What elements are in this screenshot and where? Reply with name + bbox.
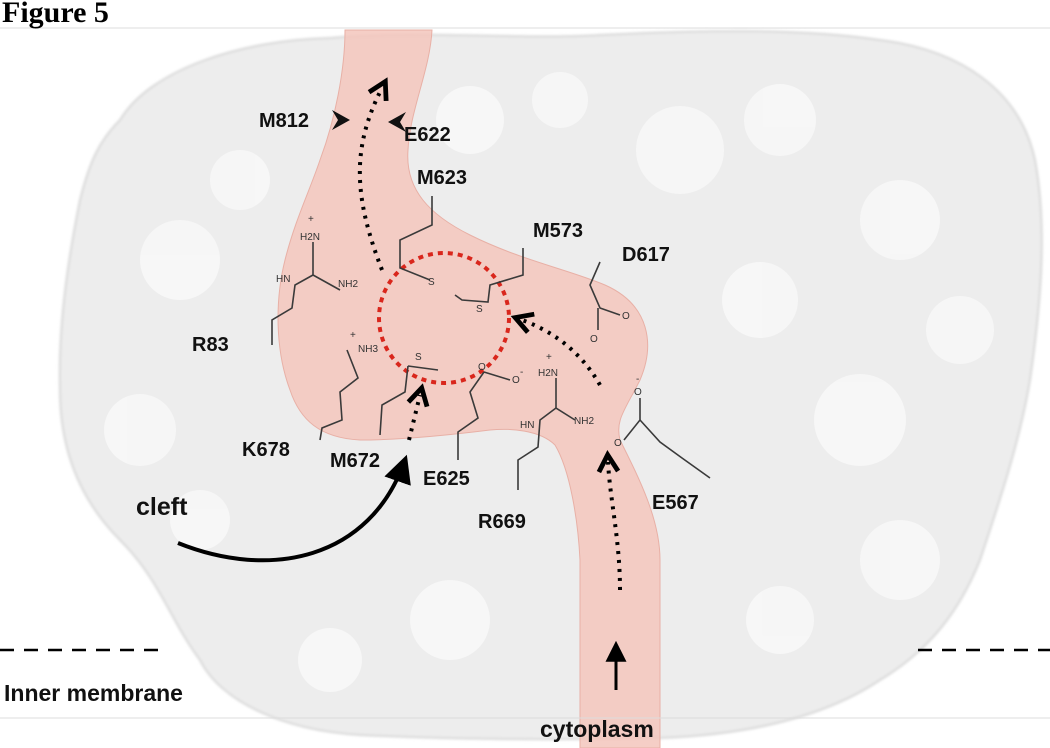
chem-minus-e567: - (636, 374, 639, 385)
pathway-arrows (357, 77, 622, 591)
residue-label-e567: E567 (652, 492, 699, 514)
arrow-from-cleft-dotted (406, 383, 430, 441)
chem-o-e625-a: O (478, 362, 486, 373)
chem-nh2-r669: NH2 (574, 416, 594, 427)
figure-title: Figure 5 (2, 0, 109, 29)
cleft-arrow (177, 454, 411, 563)
binding-site-circle (377, 251, 511, 385)
arrow-to-binding-site (510, 311, 602, 386)
residue-label-d617: D617 (622, 244, 670, 266)
chem-s3: S (415, 352, 422, 363)
chem-labels: S S S H2N HN NH2 + NH3 + O O O O - H2N +… (276, 214, 642, 449)
arrow-to-exit (357, 77, 389, 271)
residue-label-r83: R83 (192, 334, 229, 356)
chem-hn-r669: HN (520, 420, 534, 431)
chem-plus-r669: + (546, 352, 552, 363)
residue-label-e625: E625 (423, 468, 470, 490)
chem-plus-k678: + (350, 330, 356, 341)
chem-o-e567-a: O (634, 387, 642, 398)
surface-texture (104, 72, 994, 692)
chem-s2: S (476, 304, 483, 315)
chem-nh2-r83: NH2 (338, 279, 358, 290)
gate-chevrons (332, 110, 406, 132)
membrane-label: Inner membrane (4, 680, 183, 706)
cytoplasm-label: cytoplasm (540, 716, 654, 742)
chem-h2n-r83: H2N (300, 232, 320, 243)
chem-nh3-k678: NH3 (358, 344, 378, 355)
channel-pathway (277, 29, 661, 748)
chem-plus-r83: + (308, 214, 314, 225)
cleft-label: cleft (136, 493, 188, 521)
chem-o-e567-b: O (614, 438, 622, 449)
chem-s1: S (428, 277, 435, 288)
chem-hn-r83: HN (276, 274, 290, 285)
residue-label-m623: M623 (417, 167, 468, 189)
residue-label-m573: M573 (533, 220, 584, 242)
chevron-m812-icon (332, 110, 350, 130)
chem-h2n-r669: H2N (538, 368, 558, 379)
residue-label-e622: E622 (404, 124, 451, 146)
chem-minus-e625: - (520, 367, 523, 378)
residue-label-k678: K678 (242, 439, 290, 461)
chem-o-e625-b: O (512, 375, 520, 386)
chem-o-d617-a: O (622, 311, 630, 322)
residue-label-m672: M672 (330, 450, 381, 472)
side-chain-bonds (271, 196, 711, 490)
residue-label-r669: R669 (478, 511, 526, 533)
chevron-e622-icon (388, 112, 406, 132)
residue-label-m812: M812 (259, 110, 310, 132)
chem-o-d617-b: O (590, 334, 598, 345)
